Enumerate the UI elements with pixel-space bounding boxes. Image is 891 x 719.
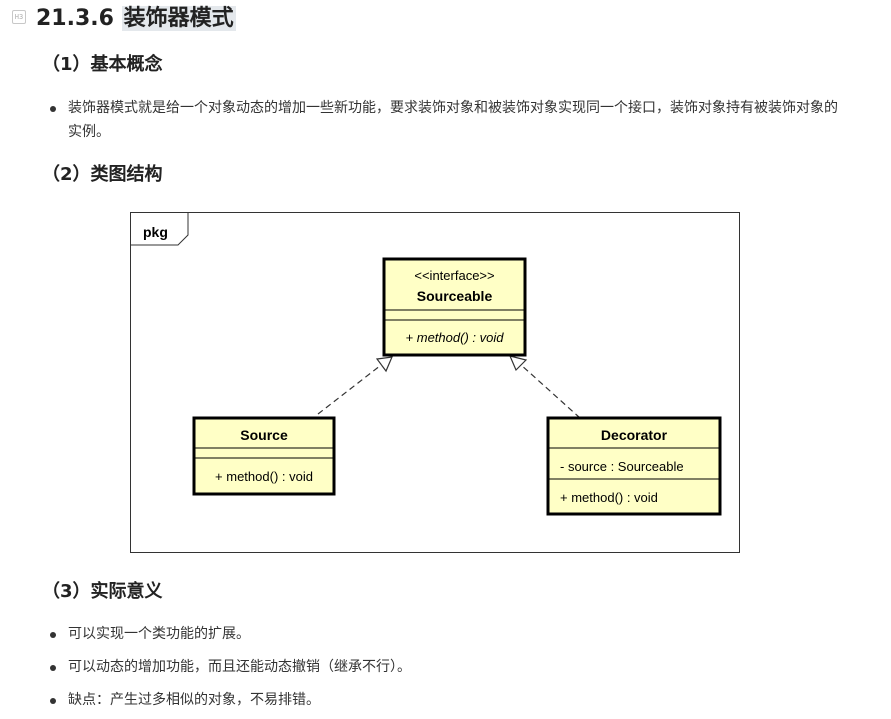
package-tab — [130, 212, 189, 246]
list-item: 可以实现一个类功能的扩展。 — [48, 622, 848, 646]
package-label: pkg — [143, 224, 168, 240]
section-title-practical-meaning: （3）实际意义 — [42, 581, 163, 602]
sourceable-name: Sourceable — [417, 288, 493, 304]
heading-title: 装饰器模式 — [121, 6, 236, 31]
decorator-field: - source : Sourceable — [560, 459, 684, 474]
sourceable-stereotype: <<interface>> — [414, 268, 494, 283]
practical-meaning-list: 可以实现一个类功能的扩展。 可以动态的增加功能，而且还能动态撤销（继承不行）。 … — [48, 622, 848, 712]
sourceable-method: + method() : void — [406, 330, 505, 345]
decorator-realization-arrowhead — [508, 355, 528, 372]
heading-number: 21.3.6 — [36, 6, 114, 31]
decorator-realization-line — [519, 363, 581, 419]
list-item: 装饰器模式就是给一个对象动态的增加一些新功能，要求装饰对象和被装饰对象实现同一个… — [48, 96, 848, 144]
source-realization-line — [317, 361, 386, 415]
class-decorator[interactable]: Decorator - source : Sourceable + method… — [546, 416, 722, 516]
class-diagram: pkg <<interface>> Sourceable + method() … — [130, 212, 740, 553]
source-name: Source — [240, 427, 288, 443]
list-item: 可以动态的增加功能，而且还能动态撤销（继承不行）。 — [48, 655, 848, 679]
basic-concept-list: 装饰器模式就是给一个对象动态的增加一些新功能，要求装饰对象和被装饰对象实现同一个… — [48, 96, 848, 144]
decorator-name: Decorator — [601, 427, 668, 443]
list-item: 缺点：产生过多相似的对象，不易排错。 — [48, 688, 848, 712]
page-title: 21.3.6 装饰器模式 — [36, 2, 236, 36]
decorator-method: + method() : void — [560, 490, 658, 505]
source-method: + method() : void — [215, 469, 313, 484]
source-realization-arrowhead — [375, 356, 393, 373]
section-title-class-diagram: （2）类图结构 — [42, 164, 163, 185]
heading-anchor-icon[interactable]: H3 — [12, 10, 26, 24]
class-source[interactable]: Source + method() : void — [192, 416, 336, 496]
class-sourceable[interactable]: <<interface>> Sourceable + method() : vo… — [382, 257, 527, 357]
section-title-basic-concept: （1）基本概念 — [42, 54, 163, 75]
